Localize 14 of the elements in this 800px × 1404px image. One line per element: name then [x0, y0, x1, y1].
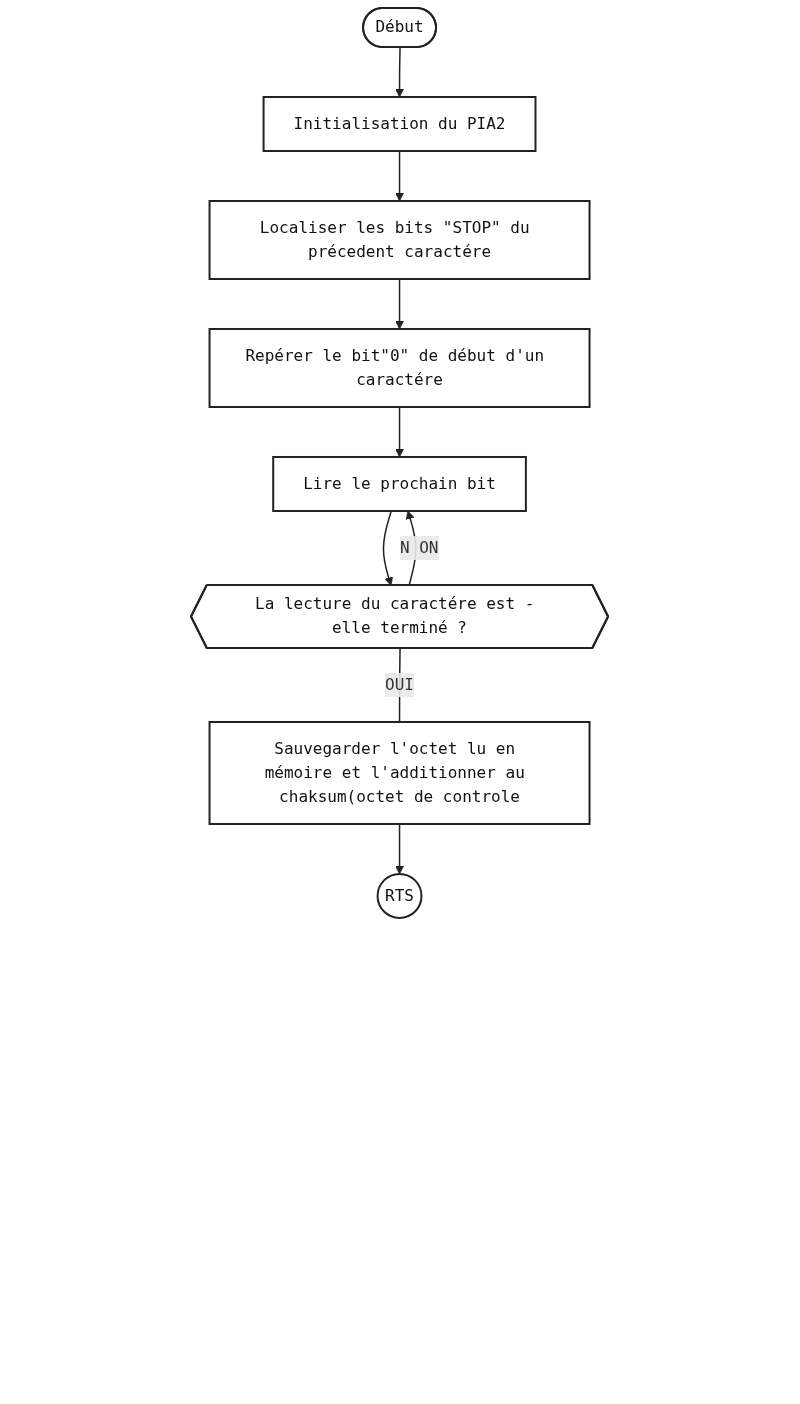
arrow: [383, 510, 394, 586]
arrow: [395, 278, 405, 330]
edge-label: OUI: [385, 674, 415, 694]
arrow: [395, 406, 405, 458]
arrow: [395, 150, 405, 202]
node-box: Localiser les bits "STOP" du précedent caractére: [209, 200, 591, 280]
arrow: [395, 46, 405, 98]
node-box: Initialisation du PIA2: [263, 96, 537, 152]
node-box: Repérer le bit"0" de début d'un caractére: [209, 328, 591, 408]
node-box: Sauvegarder l'octet lu en mémoire et l'additionner au chaksum(octet de controle: [209, 721, 591, 825]
edge-label: N ON: [400, 538, 439, 558]
node-box: Lire le prochain bit: [272, 456, 528, 512]
arrow: [395, 823, 405, 875]
node-circle: RTS: [377, 873, 423, 919]
